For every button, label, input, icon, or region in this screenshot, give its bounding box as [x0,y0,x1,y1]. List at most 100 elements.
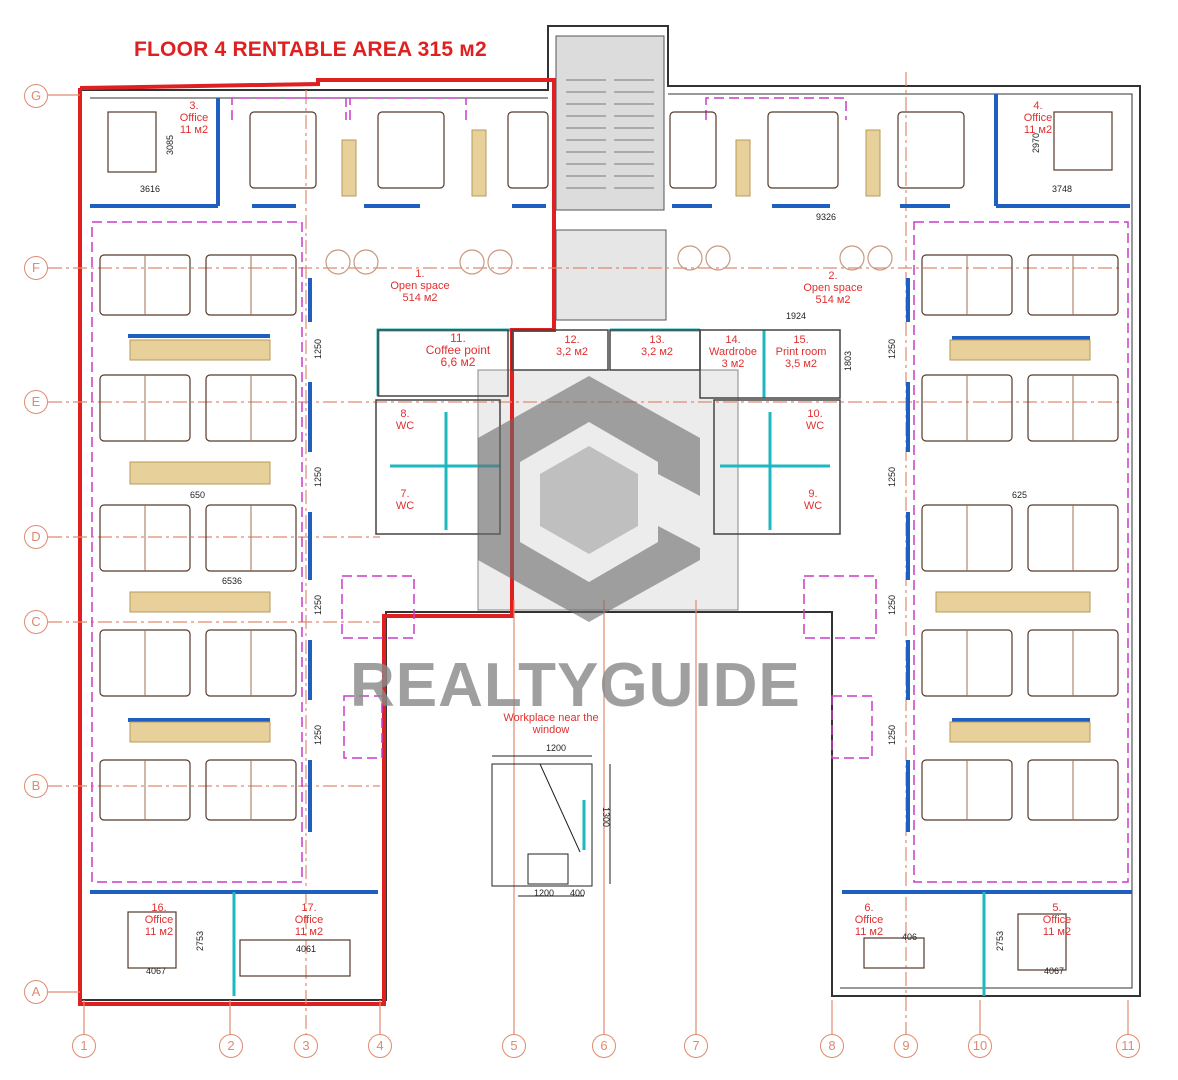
dim-aisle-7: 1250 [887,594,898,616]
room-number: 10. [807,408,823,420]
dim-office17-w: 4061 [296,944,317,954]
axis-col-11: 11 [1116,1034,1140,1058]
room-label-4: 4. Office 11 м2 [1014,100,1062,136]
dim-desk-gap-right: 625 [1012,490,1028,500]
room-label-16: 16. Office 11 м2 [132,902,186,938]
room-area: 6,6 м2 [440,355,476,369]
room-area: 11 м2 [1023,124,1053,136]
axis-col-10: 10 [968,1034,992,1058]
room-label-6: 6. Office 11 м2 [844,902,894,938]
room-area: 11 м2 [144,926,174,938]
dim-office5-h: 2753 [995,930,1006,952]
dim-office4-w: 3748 [1052,184,1073,194]
room-label-11: 11. Coffee point 6,6 м2 [418,332,498,368]
room-area: 11 м2 [1042,926,1072,938]
dim-office16-w: 4067 [146,966,167,976]
room-number: 5. [1052,902,1062,914]
dim-office5-w: 4067 [1044,966,1065,976]
room-label-10: 10. WC [798,408,832,432]
room-number: 12. [564,334,580,346]
room-number: 9. [808,488,818,500]
room-area: 514 м2 [815,294,851,306]
room-name: Print room [775,346,827,358]
dim-office4-h: 2970 [1031,132,1042,154]
room-name: Office [1023,112,1053,124]
room-name: WC [395,500,415,512]
axis-col-3: 3 [294,1034,318,1058]
dim-print-h: 1803 [843,350,854,372]
axis-col-1: 1 [72,1034,96,1058]
room-number: 15. [793,334,809,346]
room-name: Office [144,914,174,926]
axis-row-d: D [24,525,48,549]
room-label-12: 12. 3,2 м2 [550,334,594,358]
dim-print-w: 1924 [786,311,807,321]
room-area: 514 м2 [402,292,438,304]
dim-office3-w: 3616 [140,184,161,194]
axis-row-f: F [24,256,48,280]
room-name: Office [1042,914,1072,926]
room-name: Office [294,914,324,926]
dim-row-length: 6536 [222,576,243,586]
room-label-2: 2. Open space 514 м2 [790,270,876,306]
room-number: 7. [400,488,410,500]
room-number: 14. [725,334,741,346]
inset-dim-bottom-b: 400 [570,888,586,898]
dim-office6-w: 406 [902,932,918,942]
room-name: Open space [803,282,863,294]
inset-title: Workplace near the window [503,712,599,736]
room-name: Open space [390,280,450,292]
room-name: Coffee point [425,343,491,357]
room-name: Wardrobe [709,346,757,358]
dim-aisle-2: 1250 [313,466,324,488]
lounge-chairs [325,245,893,275]
room-name: Office [854,914,884,926]
axis-row-e: E [24,390,48,414]
axis-col-8: 8 [820,1034,844,1058]
workplace-inset [491,755,611,897]
dim-corridor-w: 9326 [816,212,837,222]
dim-aisle-4: 1250 [313,724,324,746]
axis-col-2: 2 [219,1034,243,1058]
room-label-17: 17. Office 11 м2 [282,902,336,938]
inset-dim-side: 1300 [601,806,612,828]
room-area: 3,2 м2 [555,346,589,358]
dim-aisle-6: 1250 [887,466,898,488]
room-name: WC [805,420,825,432]
dim-office3-h: 3085 [165,134,176,156]
desk-benches [129,129,1091,743]
room-number: 8. [400,408,410,420]
room-number: 3. [189,100,199,112]
room-area: 11 м2 [179,124,209,136]
room-label-9: 9. WC [796,488,830,512]
axis-row-a: A [24,980,48,1004]
room-label-13: 13. 3,2 м2 [632,334,682,358]
dim-aisle-5: 1250 [887,338,898,360]
dim-aisle-8: 1250 [887,724,898,746]
room-number: 2. [828,270,838,282]
room-label-5: 5. Office 11 м2 [1032,902,1082,938]
office-partitions [90,94,1132,894]
axis-row-b: B [24,774,48,798]
room-label-14: 14. Wardrobe 3 м2 [704,334,762,370]
room-area: 11 м2 [854,926,884,938]
room-number: 17. [301,902,317,914]
room-name: WC [395,420,415,432]
room-area: 11 м2 [294,926,324,938]
room-number: 16. [151,902,167,914]
room-number: 6. [864,902,874,914]
inset-dim-top: 1200 [546,743,567,753]
room-area: 3,2 м2 [640,346,674,358]
dim-office16-h: 2753 [195,930,206,952]
room-label-8: 8. WC [388,408,422,432]
room-number: 1. [415,268,425,280]
room-area: 3 м2 [721,358,745,370]
room-name: Office [179,112,209,124]
dim-aisle-3: 1250 [313,594,324,616]
axis-row-g: G [24,84,48,108]
room-label-1: 1. Open space 514 м2 [380,268,460,304]
watermark-logo [478,376,700,622]
room-name: WC [803,500,823,512]
axis-col-6: 6 [592,1034,616,1058]
